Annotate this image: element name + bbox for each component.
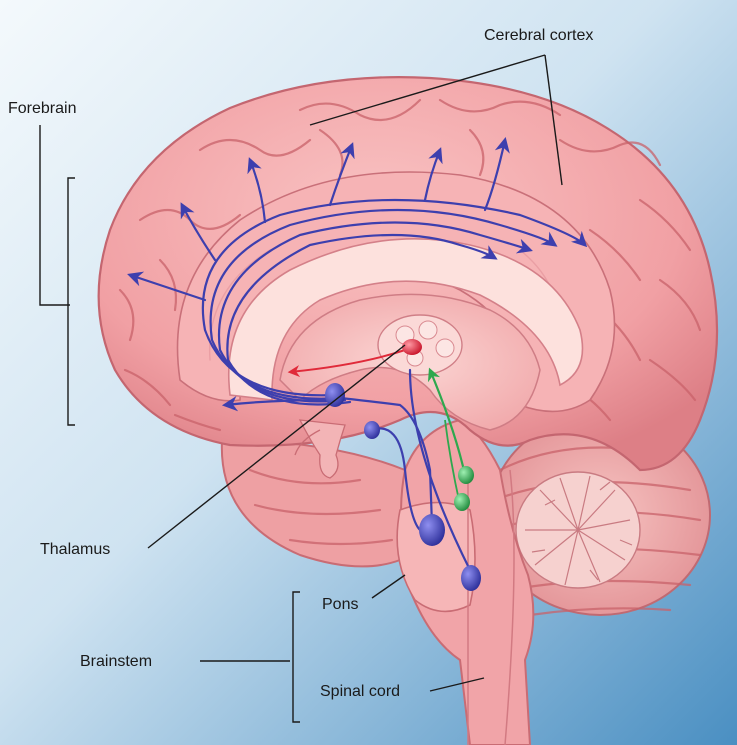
label-cerebral-cortex: Cerebral cortex xyxy=(484,27,593,44)
label-forebrain: Forebrain xyxy=(8,100,76,117)
label-thalamus: Thalamus xyxy=(40,541,110,558)
label-spinal-cord: Spinal cord xyxy=(320,683,400,700)
label-pons: Pons xyxy=(322,596,358,613)
label-brainstem: Brainstem xyxy=(80,653,152,670)
